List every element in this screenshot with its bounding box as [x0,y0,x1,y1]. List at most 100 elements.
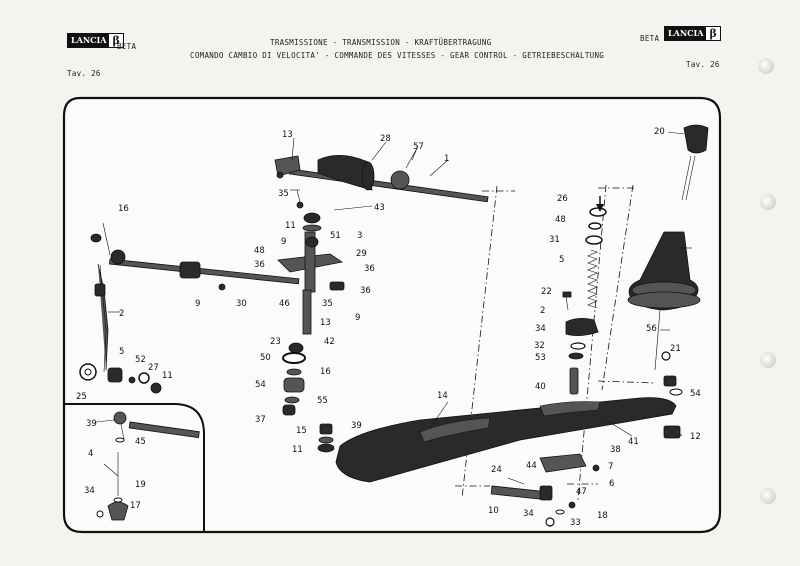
callout-35: 35 [322,299,333,309]
callout-2: 2 [119,309,124,319]
callout-24: 24 [491,465,502,475]
callout-5: 5 [559,255,564,265]
brand-name: LANCIA [665,27,707,40]
callout-26: 26 [557,194,568,204]
lancia-logo-left: LANCIA β [67,33,124,48]
axis-line [601,184,634,391]
callout-43: 43 [374,203,385,213]
callout-16: 16 [118,204,129,214]
callout-13: 13 [282,130,293,140]
brand-symbol: β [112,34,120,47]
callout-22: 22 [541,287,552,297]
callout-39: 39 [86,419,97,429]
binder-hole [760,352,776,368]
callout-9: 9 [195,299,200,309]
callout-13: 13 [320,318,331,328]
callout-4: 4 [88,449,93,459]
callout-11: 11 [292,445,303,455]
callout-55: 55 [317,396,328,406]
callout-34: 34 [84,486,95,496]
callout-36: 36 [254,260,265,270]
title-line-1: TRASMISSIONE - TRANSMISSION - KRAFTÜBERT… [270,38,492,47]
callout-6: 6 [609,479,614,489]
lancia-logo-right: LANCIA β [664,26,721,41]
callout-36: 36 [364,264,375,274]
washer-stack [317,423,335,453]
inset-parts [96,411,200,521]
callout-29: 29 [356,249,367,259]
callout-3: 3 [357,231,362,241]
callout-56: 56 [646,324,657,334]
model-left: BETA [117,42,137,51]
small-parts-left [79,283,226,394]
base-plate [335,397,681,483]
callout-23: 23 [270,337,281,347]
callout-10: 10 [488,506,499,516]
callout-54: 54 [690,389,701,399]
callout-40: 40 [535,382,546,392]
callout-7: 7 [608,462,613,472]
bushing-stack [282,342,306,416]
binder-hole [758,58,774,74]
callout-54: 54 [255,380,266,390]
callout-11: 11 [285,221,296,231]
spring-column [562,196,607,395]
brand-name: LANCIA [68,34,110,47]
callout-52: 52 [135,355,146,365]
callout-46: 46 [279,299,290,309]
title-line-2: COMANDO CAMBIO DI VELOCITA' - COMMANDE D… [190,51,605,60]
callout-57: 57 [413,142,424,152]
callout-42: 42 [324,337,335,347]
callout-18: 18 [597,511,608,521]
callout-14: 14 [437,391,448,401]
callout-20: 20 [654,127,665,137]
callout-51: 51 [330,231,341,241]
callout-45: 45 [135,437,146,447]
callout-48: 48 [555,215,566,225]
leader-lines [95,131,692,485]
callout-28: 28 [380,134,391,144]
callout-36: 36 [360,286,371,296]
gear-lever [627,124,709,396]
callout-38: 38 [610,445,621,455]
table-number-left: Tav. 26 [67,69,101,78]
callout-12: 12 [690,432,701,442]
model-right: BETA [640,34,660,43]
callout-41: 41 [628,437,639,447]
callout-21: 21 [670,344,681,354]
binder-hole [760,194,776,210]
callout-32: 32 [534,341,545,351]
brand-symbol: β [709,27,717,40]
pivot-assembly [277,212,345,335]
callout-35: 35 [278,189,289,199]
callout-5: 5 [119,347,124,357]
shift-rod-lower [90,233,300,373]
callout-44: 44 [526,461,537,471]
callout-33: 33 [570,518,581,528]
callout-2: 2 [540,306,545,316]
callout-50: 50 [260,353,271,363]
callout-9: 9 [281,237,286,247]
callout-11: 11 [162,371,173,381]
callout-48: 48 [254,246,265,256]
callout-19: 19 [135,480,146,490]
callout-16: 16 [320,367,331,377]
shift-rod-upper [274,155,489,209]
callout-31: 31 [549,235,560,245]
table-number-right: Tav. 26 [686,60,720,69]
lower-shaft-group [490,453,600,527]
callout-34: 34 [523,509,534,519]
callout-30: 30 [236,299,247,309]
axis-line [577,184,607,501]
callout-53: 53 [535,353,546,363]
callout-39: 39 [351,421,362,431]
callout-34: 34 [535,324,546,334]
callout-17: 17 [130,501,141,511]
callout-37: 37 [255,415,266,425]
callout-25: 25 [76,392,87,402]
callout-47: 47 [576,487,587,497]
callout-27: 27 [148,363,159,373]
callout-15: 15 [296,426,307,436]
binder-hole [760,488,776,504]
